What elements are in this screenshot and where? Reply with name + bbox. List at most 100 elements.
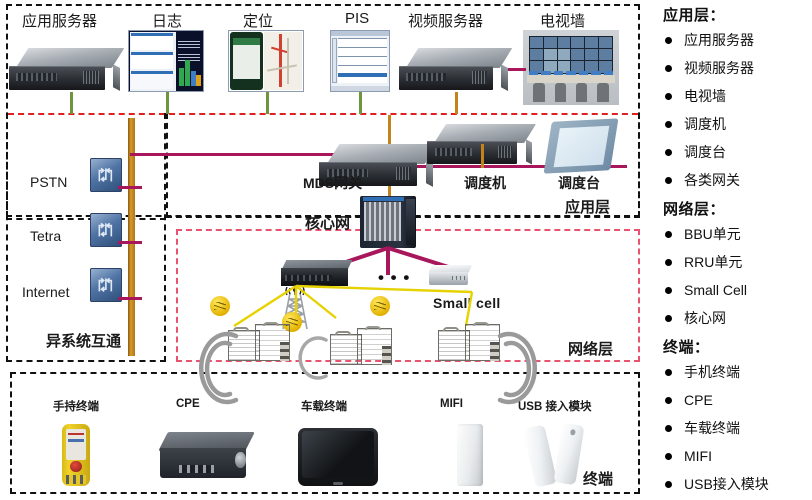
label-dispatch-console: 调度台 (558, 175, 600, 191)
small-cell-icon (427, 265, 473, 287)
legend-heading-terminal: 终端： (663, 339, 710, 356)
bus-left-to-mds (130, 153, 342, 156)
legend-item-label: MIFI (684, 448, 712, 464)
network-layer-ellipsis: • • • (378, 268, 411, 287)
label-vehicle-terminal: 车载终端 (301, 401, 347, 413)
legend-item-app-1: 视频服务器 (665, 54, 812, 82)
legend-item-app-5: 各类网关 (665, 166, 812, 194)
label-interop-layer: 异系统互通 (46, 333, 122, 350)
bullet-icon (665, 120, 672, 128)
label-core-network: 核心网 (305, 215, 351, 232)
bullet-icon (665, 36, 672, 44)
legend-item-term-4: USB接入模块 (665, 470, 812, 498)
legend-item-net-2: Small Cell (665, 276, 812, 304)
bullet-icon (665, 480, 672, 488)
bbu-to-rru-fiber-links (233, 284, 474, 328)
legend-item-net-1: RRU单元 (665, 248, 812, 276)
bullet-icon (665, 64, 672, 72)
legend-item-net-0: BBU单元 (665, 220, 812, 248)
bullet-icon (665, 286, 672, 294)
connector-tv-wall (508, 68, 526, 71)
connector-log (166, 92, 169, 114)
core-network-chassis-icon (360, 196, 416, 248)
legend-item-label: USB接入模块 (684, 476, 769, 492)
rack-server-video-icon (398, 48, 513, 92)
link-pstn-bus (118, 186, 142, 189)
bullet-icon (665, 314, 672, 322)
link-tetra-bus (118, 241, 142, 244)
label-mds-gateway: MDS网关 (303, 175, 363, 191)
label-internet: Internet (22, 284, 70, 300)
cpe-device-icon (157, 432, 256, 480)
legend-sidebar: 应用层： 应用服务器 视频服务器 电视墙 调度机 调度台 各类网关 网络层： (655, 4, 812, 496)
bullet-icon (665, 452, 672, 460)
label-pis: PIS (345, 10, 370, 27)
fiber-coil-icon-1 (210, 296, 230, 316)
legend-item-app-4: 调度台 (665, 138, 812, 166)
pis-table-screenshot (330, 30, 390, 92)
legend-item-label: 调度机 (684, 116, 726, 132)
legend-item-term-3: MIFI (665, 442, 812, 470)
connector-mds-to-core (388, 186, 391, 200)
location-map-screenshot (228, 30, 304, 92)
legend-item-label: RRU单元 (684, 254, 743, 270)
terminal-layer-region (10, 372, 640, 494)
legend-item-label: 核心网 (684, 310, 726, 326)
connector-pis (359, 92, 362, 114)
bullet-icon (665, 148, 672, 156)
legend-item-label: 应用服务器 (684, 32, 754, 48)
bbu-unit-icon (281, 260, 352, 288)
application-layer-red-divider (8, 113, 638, 217)
bullet-icon (665, 258, 672, 266)
rack-server-app-icon (8, 48, 125, 92)
bullet-icon (665, 230, 672, 238)
handheld-terminal-icon (62, 424, 90, 486)
label-usb-module: USB 接入模块 (518, 401, 592, 413)
legend-item-label: 电视墙 (684, 88, 726, 104)
connector-video-server (455, 92, 458, 114)
video-wall-photo (523, 30, 619, 105)
label-location: 定位 (243, 13, 274, 30)
legend-item-label: 调度台 (684, 144, 726, 160)
signal-arcs-left (196, 328, 256, 408)
connector-app-server (70, 92, 73, 114)
pstn-separator (6, 218, 166, 220)
vehicle-tablet-icon (298, 428, 378, 486)
network-switch-tetra-icon (90, 213, 122, 247)
network-switch-pstn-icon (90, 158, 122, 192)
label-application-layer: 应用层 (565, 199, 611, 216)
legend-item-label: 手机终端 (684, 364, 740, 380)
label-mifi: MIFI (440, 398, 463, 410)
rru-unit-icon-2 (330, 325, 392, 368)
log-dashboard-screenshot (128, 30, 204, 92)
label-pstn: PSTN (30, 174, 68, 190)
label-video-server: 视频服务器 (408, 13, 484, 30)
interop-region (6, 113, 166, 362)
legend-item-label: CPE (684, 392, 713, 408)
bullet-icon (665, 92, 672, 100)
rack-server-mds-icon (319, 144, 438, 188)
rack-server-dispatch-icon (427, 124, 537, 166)
label-cpe: CPE (176, 398, 200, 410)
label-app-server: 应用服务器 (22, 13, 98, 30)
fiber-coil-icon-2 (282, 312, 302, 332)
rru-unit-icon-3 (438, 321, 500, 364)
label-tetra: Tetra (30, 228, 62, 244)
fiber-coil-icon-3 (370, 296, 390, 316)
mifi-device-icon (457, 424, 483, 486)
legend-item-net-3: 核心网 (665, 304, 812, 332)
bullet-icon (665, 396, 672, 404)
label-dispatch-machine: 调度机 (464, 175, 506, 191)
legend-item-app-3: 调度机 (665, 110, 812, 138)
legend-item-term-0: 手机终端 (665, 358, 812, 386)
label-handheld-terminal: 手持终端 (53, 401, 99, 413)
bullet-icon (665, 368, 672, 376)
label-network-layer: 网络层 (568, 341, 614, 358)
bullet-icon (665, 176, 672, 184)
application-layer-lower-left-edge (166, 113, 168, 218)
legend-item-label: BBU单元 (684, 226, 741, 242)
dispatch-console-icon (543, 118, 619, 174)
legend-item-app-2: 电视墙 (665, 82, 812, 110)
legend-heading-network: 网络层： (663, 201, 726, 218)
